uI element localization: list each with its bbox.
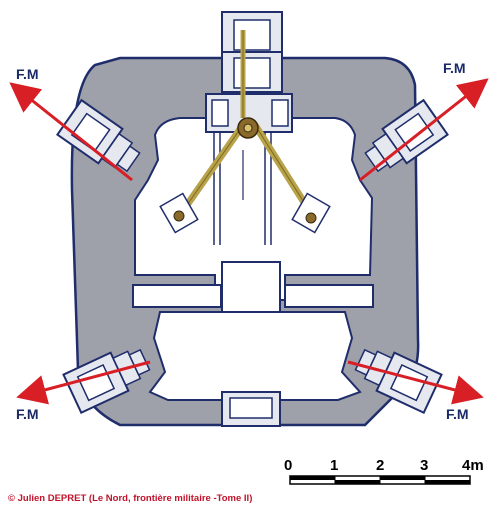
scale-tick-3: 3 (420, 457, 428, 474)
machine-gun-mount (177, 30, 315, 218)
top-tower-neck-inner (233, 57, 271, 89)
turret-slot-left (211, 99, 229, 127)
fire-arrow-bottom-right (347, 360, 484, 405)
bottom-entrance-inner (229, 397, 273, 419)
scale-seg-1 (290, 476, 335, 480)
scale-tick-0: 0 (284, 457, 292, 474)
embrasure-bottom-left (62, 348, 151, 415)
right-niche (284, 284, 374, 308)
gun-seat-right-marker (305, 212, 317, 224)
scale-seg-4 (425, 480, 470, 484)
fm-label-bottom-left: F.M (16, 406, 39, 422)
scale-tick-2: 2 (376, 457, 384, 474)
fire-arrow-bottom-left (16, 360, 151, 405)
turret-slot-right (271, 99, 289, 127)
scale-bar: 0 1 2 3 4m (284, 457, 484, 485)
embrasure-top-left (56, 98, 141, 173)
left-niche (132, 284, 222, 308)
gun-pivot-inner (243, 123, 253, 133)
fm-label-top-right: F.M (443, 60, 466, 76)
scale-seg-3 (380, 476, 425, 480)
scale-tick-1: 1 (330, 457, 338, 474)
embrasure-bottom-right (354, 348, 443, 415)
fm-label-top-left: F.M (16, 66, 39, 82)
fm-label-bottom-right: F.M (446, 406, 469, 422)
gun-seat-left-marker (173, 210, 185, 222)
fire-arrow-top-right (359, 78, 489, 182)
lower-room (148, 311, 362, 401)
top-tower-inner (233, 19, 271, 51)
scale-seg-2 (335, 480, 380, 484)
fire-arrow-top-left (9, 82, 133, 182)
copyright-credit: © Julien DEPRET (Le Nord, frontière mili… (8, 493, 253, 504)
scale-tick-4: 4m (462, 457, 484, 474)
